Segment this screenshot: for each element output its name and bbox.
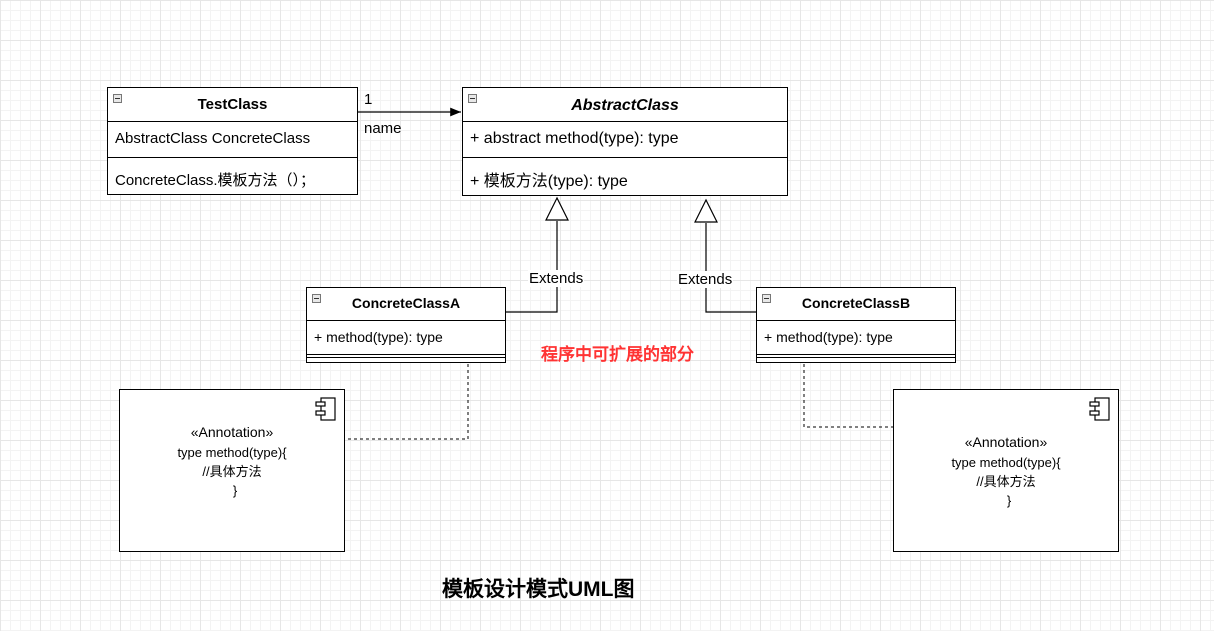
- concrete-class-b-header: ConcreteClassB: [757, 288, 955, 321]
- test-class-method: ConcreteClass.模板方法（）；: [115, 172, 316, 189]
- collapse-icon[interactable]: [468, 94, 477, 103]
- abstract-class-box[interactable]: AbstractClass + abstract method(type): t…: [462, 87, 788, 196]
- generalization-b-arrowhead: [694, 198, 718, 223]
- annotation-b-line-3: }: [1006, 493, 1012, 508]
- abstract-class-header: AbstractClass: [463, 88, 787, 122]
- concrete-class-a-empty-compartment: [307, 357, 505, 365]
- generalization-a-arrowhead: [545, 196, 569, 221]
- concrete-class-a-header: ConcreteClassA: [307, 288, 505, 321]
- generalization-b-line: [705, 223, 756, 313]
- test-class-attribute: AbstractClass ConcreteClass: [108, 122, 357, 158]
- component-icon: [315, 397, 336, 421]
- extends-label-a: Extends: [528, 270, 585, 287]
- collapse-icon[interactable]: [113, 94, 122, 103]
- generalization-a-line: [506, 221, 558, 313]
- concrete-class-a-method: + method(type): type: [307, 321, 505, 355]
- abstract-class-method-abstract: + abstract method(type): type: [463, 122, 787, 158]
- association-role: name: [364, 120, 402, 137]
- concrete-class-a-box[interactable]: ConcreteClassA + method(type): type: [306, 287, 506, 363]
- collapse-icon[interactable]: [312, 294, 321, 303]
- annotation-a-link: [344, 364, 469, 440]
- annotation-a-stereotype: «Annotation»: [190, 424, 274, 440]
- annotation-b-line-1: type method(type){: [951, 455, 1061, 470]
- concrete-class-b-name: ConcreteClassB: [801, 295, 911, 311]
- component-icon: [1089, 397, 1110, 421]
- annotation-b-link: [803, 364, 893, 428]
- test-class-header: TestClass: [108, 88, 357, 122]
- test-class-name: TestClass: [197, 96, 268, 113]
- annotation-a-box[interactable]: «Annotation» type method(type){ //具体方法 }: [119, 389, 345, 552]
- annotation-b-box[interactable]: «Annotation» type method(type){ //具体方法 }: [893, 389, 1119, 552]
- extensible-part-note: 程序中可扩展的部分: [541, 345, 694, 364]
- annotation-a-line-3: }: [232, 483, 238, 498]
- annotation-b-line-2: //具体方法: [976, 474, 1036, 489]
- concrete-class-b-method: + method(type): type: [757, 321, 955, 355]
- diagram-title: 模板设计模式UML图: [442, 578, 635, 601]
- abstract-class-name: AbstractClass: [571, 97, 679, 114]
- concrete-class-a-name: ConcreteClassA: [351, 295, 461, 311]
- extends-label-b: Extends: [677, 271, 734, 288]
- annotation-a-line-2: //具体方法: [202, 464, 262, 479]
- collapse-icon[interactable]: [762, 294, 771, 303]
- concrete-class-b-box[interactable]: ConcreteClassB + method(type): type: [756, 287, 956, 363]
- abstract-class-method-template: + 模板方法(type): type: [470, 173, 628, 190]
- annotation-a-line-1: type method(type){: [177, 445, 287, 460]
- association-multiplicity: 1: [364, 91, 373, 108]
- test-class-box[interactable]: TestClass AbstractClass ConcreteClass Co…: [107, 87, 358, 195]
- concrete-class-b-empty-compartment: [757, 357, 955, 365]
- annotation-b-stereotype: «Annotation»: [964, 434, 1048, 450]
